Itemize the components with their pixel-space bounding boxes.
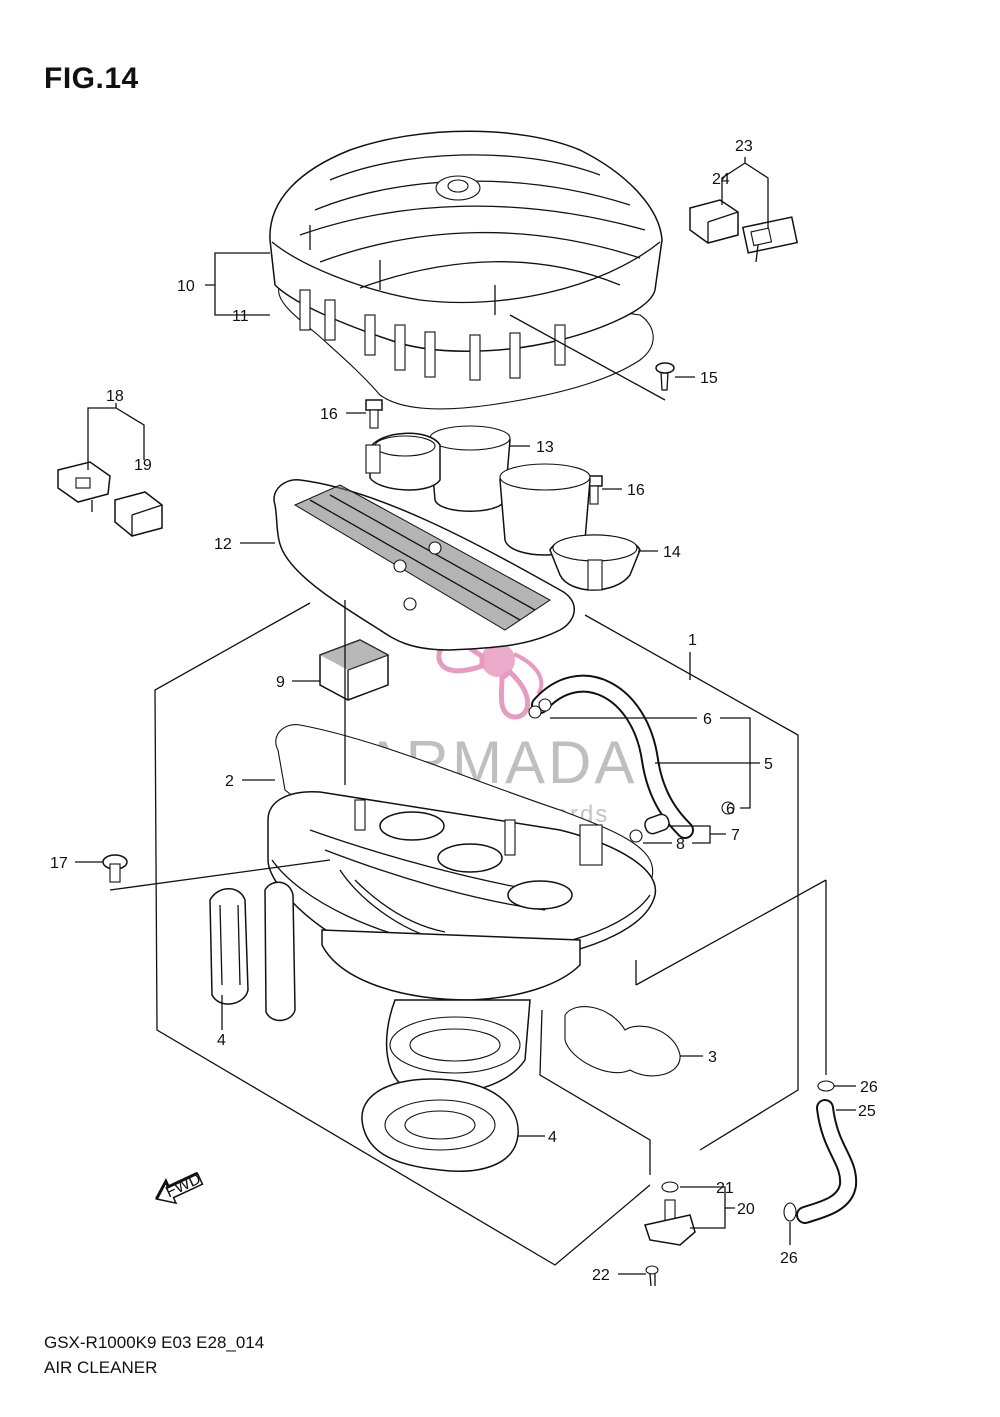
- forward-arrow-icon: FWD: [155, 1170, 204, 1205]
- callout-9: 9: [276, 674, 285, 691]
- block-9: [319, 639, 389, 701]
- gasket-3: [564, 1006, 681, 1077]
- callout-13: 13: [536, 439, 554, 456]
- callout-2: 2: [225, 773, 234, 790]
- bolt-17: [102, 854, 128, 883]
- connector-cap-24: [689, 199, 739, 244]
- sensor-connector-18: [57, 461, 111, 512]
- callout-4-left: 4: [217, 1032, 226, 1049]
- callout-17: 17: [50, 855, 68, 872]
- connector-cap-19: [114, 491, 163, 537]
- callout-3: 3: [708, 1049, 717, 1066]
- callout-4-bottom: 4: [548, 1129, 557, 1146]
- callout-16-right: 16: [627, 482, 645, 499]
- air-cleaner-case-1: [267, 724, 657, 1001]
- fwd-label: FWD: [163, 1170, 203, 1201]
- drain-plug-20: [644, 1181, 696, 1246]
- callout-7: 7: [731, 827, 740, 844]
- callout-15: 15: [700, 370, 718, 387]
- callout-22: 22: [592, 1267, 610, 1284]
- callout-26-top: 26: [860, 1079, 878, 1096]
- screw-16-left: [365, 399, 383, 429]
- joint-7: [644, 813, 670, 835]
- clamp-6: [721, 801, 735, 815]
- seal-4-bottom: [361, 1078, 519, 1172]
- callout-14: 14: [663, 544, 681, 561]
- callout-6-top: 6: [703, 711, 712, 728]
- callout-10: 10: [177, 278, 195, 295]
- callout-24: 24: [712, 171, 730, 188]
- callout-21: 21: [716, 1180, 734, 1197]
- callout-8: 8: [676, 836, 685, 853]
- clamp-26-bottom: [783, 1202, 797, 1222]
- clamp-26-top: [817, 1080, 835, 1092]
- model-code: GSX-R1000K9 E03 E28_014: [44, 1333, 265, 1352]
- callout-6-right: 6: [726, 801, 735, 818]
- callout-25: 25: [858, 1103, 876, 1120]
- seal-4-left: [209, 881, 296, 1022]
- callout-12: 12: [214, 536, 232, 553]
- callout-11: 11: [232, 308, 249, 325]
- callout-1: 1: [688, 632, 697, 649]
- leader-lines: [75, 157, 856, 1275]
- sensor-connector-23: [741, 216, 799, 263]
- screw-22: [645, 1265, 659, 1287]
- drain-hose-25: [796, 1099, 858, 1224]
- breather-hose-5: [528, 674, 694, 839]
- assembly-name: AIR CLEANER: [44, 1358, 158, 1377]
- callout-26-bottom: 26: [780, 1250, 798, 1267]
- intake-funnel-13: [365, 425, 511, 512]
- callout-16-left: 16: [320, 406, 338, 423]
- intake-duct: [385, 999, 531, 1095]
- clamp-8: [629, 829, 643, 843]
- air-filter-element-12: [273, 479, 575, 651]
- callout-5: 5: [764, 756, 773, 773]
- air-cleaner-cover: [269, 130, 663, 410]
- callout-18: 18: [106, 388, 124, 405]
- callout-19: 19: [134, 457, 152, 474]
- callout-20: 20: [737, 1201, 755, 1218]
- intake-funnel-14: [499, 463, 641, 591]
- figure-title: FIG.14: [44, 62, 139, 95]
- screw-15: [655, 362, 675, 391]
- callout-23: 23: [735, 138, 753, 155]
- callout-labels: 1 2 3 4 4 5 6 6 7 8 9 10 11 12 13 14 15 …: [50, 138, 878, 1284]
